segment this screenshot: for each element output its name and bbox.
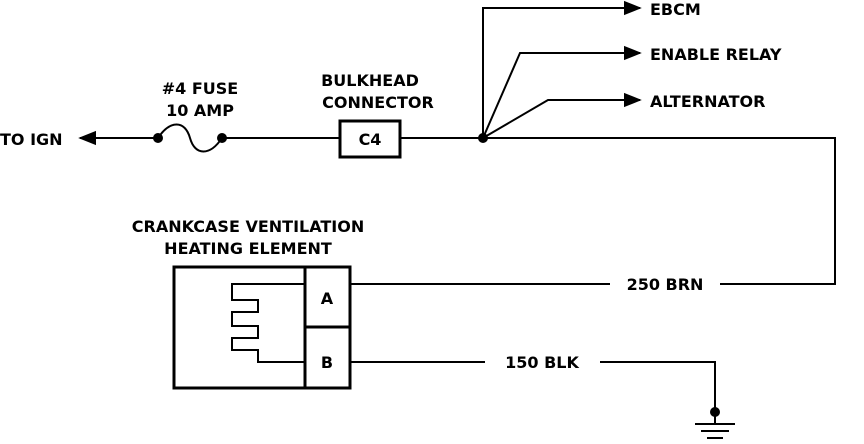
connector-c4-label: C4 <box>359 130 382 149</box>
enable-relay-label: ENABLE RELAY <box>650 45 782 64</box>
brn-wire-label: 250 BRN <box>627 275 704 294</box>
bulkhead-label: BULKHEAD <box>321 71 419 90</box>
heating-coil-icon <box>231 283 305 363</box>
ground-icon <box>695 412 735 439</box>
component-sublabel: HEATING ELEMENT <box>164 239 332 258</box>
fuse-label: #4 FUSE <box>162 79 238 98</box>
terminal-b-label: B <box>321 353 333 372</box>
component-label: CRANKCASE VENTILATION <box>132 217 364 236</box>
brn-wire <box>483 137 836 285</box>
enable-relay-wire <box>482 45 642 139</box>
blk-wire-to-ground <box>600 361 716 412</box>
fuse-rating-label: 10 AMP <box>166 101 234 120</box>
ebcm-label: EBCM <box>650 0 701 19</box>
ebcm-wire <box>482 0 642 138</box>
alternator-wire <box>482 92 642 139</box>
blk-wire-label: 150 BLK <box>505 353 579 372</box>
bulkhead-connector-label: CONNECTOR <box>322 93 434 112</box>
fuse-symbol <box>157 123 223 153</box>
to-ign-label: TO IGN <box>0 130 63 149</box>
alternator-label: ALTERNATOR <box>650 92 765 111</box>
terminal-a-label: A <box>321 289 334 308</box>
